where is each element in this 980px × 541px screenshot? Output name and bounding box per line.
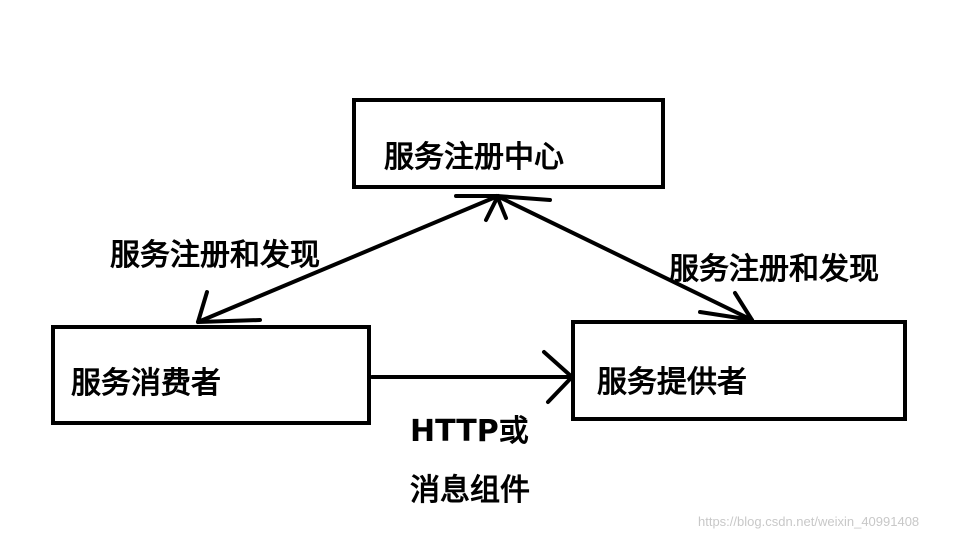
arrowhead-registry-right xyxy=(495,194,552,220)
node-consumer xyxy=(51,325,371,425)
edge-label-message: 消息组件 xyxy=(410,473,530,508)
edge-provider-registry xyxy=(495,194,754,322)
node-provider xyxy=(571,320,907,421)
node-provider-label: 服务提供者 xyxy=(597,365,747,400)
node-registry-label: 服务注册中心 xyxy=(384,140,564,175)
edge-label-http: HTTP或 xyxy=(410,414,529,449)
node-consumer-label: 服务消费者 xyxy=(71,366,221,401)
watermark: https://blog.csdn.net/weixin_40991408 xyxy=(698,514,920,529)
arrowhead-consumer xyxy=(196,290,262,324)
edge-label-consumer-registry: 服务注册和发现 xyxy=(110,238,320,273)
edge-label-provider-registry: 服务注册和发现 xyxy=(669,252,879,287)
edge-consumer-registry xyxy=(196,194,500,324)
node-registry xyxy=(352,98,665,189)
